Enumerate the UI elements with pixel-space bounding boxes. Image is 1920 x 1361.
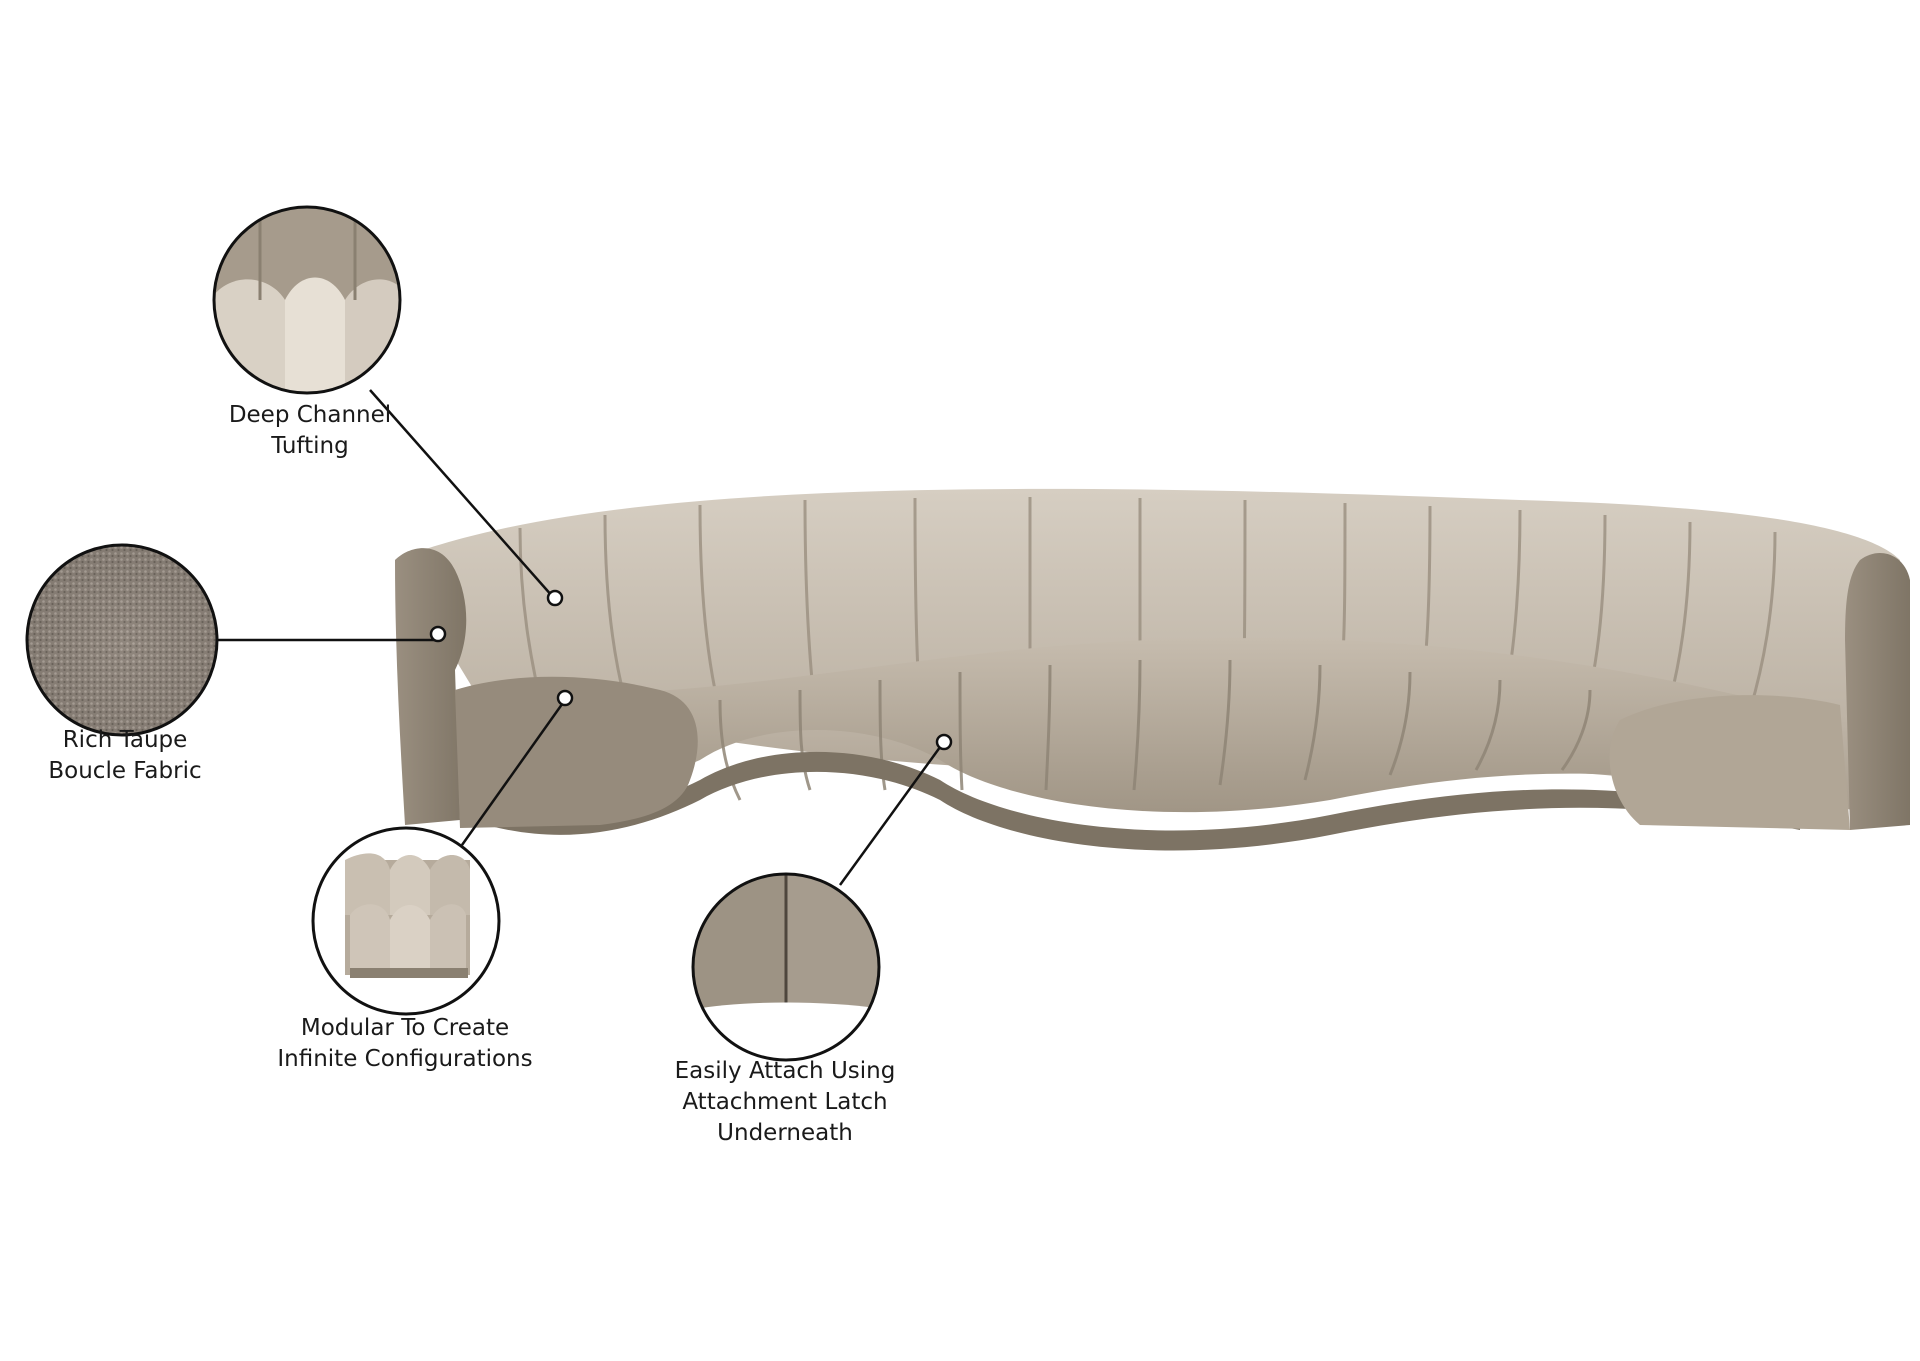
dot-modular	[556, 689, 574, 707]
dot-fabric	[429, 625, 447, 643]
callout-label-fabric: Rich Taupe Boucle Fabric	[20, 725, 230, 787]
dot-attach	[935, 733, 953, 751]
right-arm	[1845, 552, 1910, 830]
callout-label-line: Rich Taupe	[62, 727, 188, 753]
left-arm	[395, 548, 467, 825]
callout-label-attach: Easily Attach Using Attachment Latch Und…	[660, 1056, 910, 1149]
detail-circle-modular	[311, 826, 501, 1016]
detail-circle-fabric	[25, 543, 219, 737]
detail-circle-attach	[691, 872, 881, 1062]
sectional-sofa	[395, 488, 1910, 851]
callout-label-line: Infinite Configurations	[277, 1046, 533, 1072]
detail-circle-tufting	[212, 205, 402, 395]
callout-label-line: Easily Attach Using	[674, 1058, 896, 1084]
seat-channel-lines	[718, 659, 1592, 801]
callout-label-line: Underneath	[717, 1120, 853, 1146]
callout-label-tufting: Deep Channel Tufting	[200, 400, 420, 462]
right-chaise-seat	[1609, 695, 1850, 830]
callout-connectors	[217, 389, 945, 886]
callout-label-line: Deep Channel	[228, 402, 392, 428]
dot-tufting	[546, 589, 564, 607]
left-chaise-seat	[455, 676, 698, 828]
callout-label-line: Modular To Create	[300, 1015, 510, 1041]
sofa-seat	[470, 638, 1800, 820]
callout-label-line: Attachment Latch	[682, 1089, 888, 1115]
callout-label-modular: Modular To Create Infinite Configuration…	[270, 1013, 540, 1075]
callout-label-line: Boucle Fabric	[48, 758, 202, 784]
callout-dots	[429, 589, 953, 751]
callout-label-line: Tufting	[271, 433, 349, 459]
sofa-base	[470, 751, 1800, 851]
